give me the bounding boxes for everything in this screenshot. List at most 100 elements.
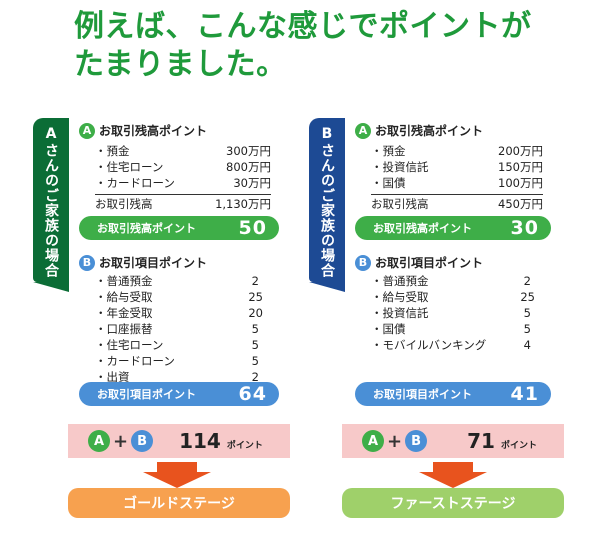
balance-points-pill: お取引残高ポイント 50 — [79, 216, 279, 240]
balance-row-value: 150万円 — [498, 160, 543, 174]
item-row: ・国債 5 — [371, 321, 531, 337]
b-badge-icon: B — [79, 254, 95, 271]
plus-sign: + — [113, 430, 129, 452]
a-badge-icon: A — [79, 122, 95, 139]
item-row: ・普通預金 2 — [371, 273, 531, 289]
headline-line-2: たまりました。 — [74, 47, 287, 82]
balance-points-label: お取引残高ポイント — [97, 222, 196, 235]
item-row-label: ・普通預金 — [95, 274, 153, 288]
sum-box-a: A + B 114 ポイント — [68, 424, 290, 458]
item-row-value: 5 — [523, 322, 531, 336]
balance-total-row: お取引残高 1,130万円 — [95, 194, 271, 212]
balance-row-label: ・投資信託 — [371, 160, 429, 174]
item-row-value: 5 — [523, 306, 531, 320]
item-row-label: ・モバイルバンキング — [371, 338, 487, 352]
headline-line-1: 例えば、こんな感じでポイントが — [74, 9, 532, 44]
item-row-label: ・国債 — [371, 322, 406, 336]
balance-points-value: 30 — [510, 217, 539, 239]
item-row-value: 4 — [523, 338, 531, 352]
item-row: ・年金受取 20 — [95, 305, 263, 321]
balance-row-label: ・カードローン — [95, 176, 175, 190]
item-row-label: ・年金受取 — [95, 306, 153, 320]
item-row-label: ・給与受取 — [371, 290, 429, 304]
points-unit: ポイント — [226, 440, 263, 451]
balance-total-value: 450万円 — [498, 197, 543, 211]
balance-row-label: ・預金 — [371, 144, 406, 158]
family-a-tab: Aさんのご家族の場合 — [33, 118, 69, 292]
balance-row-label: ・国債 — [371, 176, 406, 190]
item-title: お取引項目ポイント — [375, 256, 484, 270]
item-row-label: ・カードローン — [95, 354, 175, 368]
item-row: ・給与受取 25 — [95, 289, 263, 305]
b-badge-icon: B — [131, 430, 154, 452]
balance-points-value: 50 — [238, 217, 267, 239]
item-row-label: ・住宅ローン — [95, 338, 164, 352]
item-row-value: 2 — [251, 370, 259, 384]
balance-row: ・国債 100万円 — [371, 175, 543, 191]
b-badge-icon: B — [355, 254, 371, 271]
item-row-label: ・出資 — [95, 370, 130, 384]
item-row: ・給与受取 25 — [371, 289, 535, 305]
balance-title: お取引残高ポイント — [375, 124, 484, 138]
item-points-value: 41 — [510, 383, 539, 405]
down-arrow-icon — [143, 462, 211, 488]
balance-total-label: お取引残高 — [371, 197, 429, 211]
a-badge-icon: A — [362, 430, 384, 452]
balance-total-row: お取引残高 450万円 — [371, 194, 543, 212]
item-row-label: ・投資信託 — [371, 306, 429, 320]
sum-box-b: A + B 71 ポイント — [342, 424, 564, 458]
item-points-label: お取引項目ポイント — [373, 388, 472, 401]
item-row-label: ・普通預金 — [371, 274, 429, 288]
item-row-value: 25 — [248, 290, 263, 304]
headline: 例えば、こんな感じでポイントが たまりました。 — [74, 8, 532, 84]
item-row-value: 2 — [523, 274, 531, 288]
balance-row-value: 800万円 — [226, 160, 271, 174]
points-unit: ポイント — [500, 440, 537, 451]
a-badge-icon: A — [355, 122, 371, 139]
total-points: 71 — [467, 429, 495, 453]
balance-title: お取引残高ポイント — [99, 124, 208, 138]
item-points-pill: お取引項目ポイント 41 — [355, 382, 551, 406]
item-row-value: 20 — [248, 306, 263, 320]
balance-points-pill: お取引残高ポイント 30 — [355, 216, 551, 240]
item-points-value: 64 — [238, 383, 267, 405]
balance-row-value: 30万円 — [233, 176, 271, 190]
balance-row-value: 100万円 — [498, 176, 543, 190]
item-row-value: 5 — [251, 322, 259, 336]
family-b-tab: Bさんのご家族の場合 — [309, 118, 345, 292]
item-points-pill: お取引項目ポイント 64 — [79, 382, 279, 406]
item-section-header: B お取引項目ポイント — [79, 254, 207, 271]
item-title: お取引項目ポイント — [99, 256, 208, 270]
balance-row: ・預金 200万円 — [371, 143, 543, 159]
item-row-value: 5 — [251, 354, 259, 368]
item-points-label: お取引項目ポイント — [97, 388, 196, 401]
gold-stage-badge: ゴールドステージ — [68, 488, 290, 518]
item-row: ・住宅ローン 5 — [95, 337, 259, 353]
item-row-value: 2 — [251, 274, 259, 288]
plus-sign: + — [387, 430, 403, 452]
balance-row: ・預金 300万円 — [95, 143, 271, 159]
item-row: ・カードローン 5 — [95, 353, 259, 369]
balance-row-label: ・住宅ローン — [95, 160, 164, 174]
item-row-value: 25 — [520, 290, 535, 304]
balance-row: ・住宅ローン 800万円 — [95, 159, 271, 175]
a-badge-icon: A — [88, 430, 110, 452]
item-row-value: 5 — [251, 338, 259, 352]
balance-points-label: お取引残高ポイント — [373, 222, 472, 235]
item-row: ・モバイルバンキング 4 — [371, 337, 531, 353]
b-badge-icon: B — [405, 430, 428, 452]
item-section-header: B お取引項目ポイント — [355, 254, 483, 271]
item-row-label: ・給与受取 — [95, 290, 153, 304]
balance-section-header: A お取引残高ポイント — [79, 122, 207, 139]
total-points: 114 — [179, 429, 221, 453]
item-row: ・普通預金 2 — [95, 273, 259, 289]
down-arrow-icon — [419, 462, 487, 488]
balance-row-value: 200万円 — [498, 144, 543, 158]
balance-total-label: お取引残高 — [95, 197, 153, 211]
balance-section-header: A お取引残高ポイント — [355, 122, 483, 139]
balance-row-value: 300万円 — [226, 144, 271, 158]
balance-row: ・投資信託 150万円 — [371, 159, 543, 175]
item-row: ・投資信託 5 — [371, 305, 531, 321]
first-stage-badge: ファーストステージ — [342, 488, 564, 518]
balance-total-value: 1,130万円 — [215, 197, 271, 211]
